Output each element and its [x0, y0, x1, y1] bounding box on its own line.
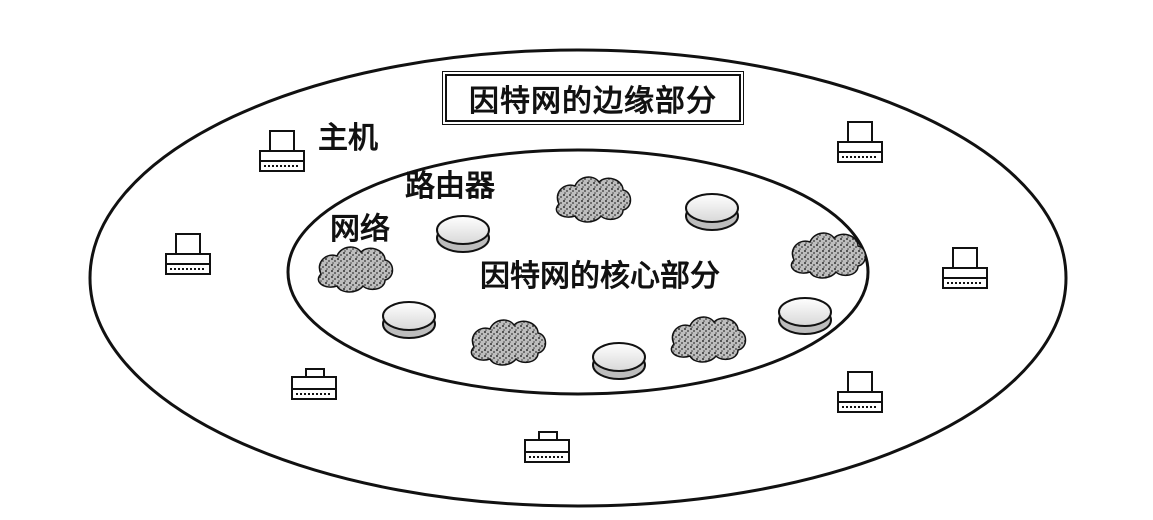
network-label: 网络 — [330, 212, 390, 247]
router-disc-icon — [685, 193, 739, 231]
computer-host-icon — [259, 130, 305, 172]
router-disc-icon — [382, 301, 436, 339]
computer-host-icon — [291, 368, 337, 400]
computer-host-icon — [837, 121, 883, 163]
computer-host-icon — [165, 233, 211, 275]
router-disc-icon — [778, 297, 832, 335]
edge-ellipse — [88, 48, 1068, 508]
core-ellipse — [286, 148, 870, 396]
router-label: 路由器 — [405, 169, 495, 204]
computer-host-icon — [837, 371, 883, 413]
edge-title-box: 因特网的边缘部分 — [442, 71, 744, 125]
network-cloud-icon — [790, 232, 867, 279]
host-label: 主机 — [318, 121, 378, 156]
router-disc-icon — [592, 342, 646, 380]
router-disc-icon — [436, 215, 490, 253]
network-cloud-icon — [317, 246, 394, 293]
network-cloud-icon — [470, 319, 547, 366]
computer-host-icon — [524, 431, 570, 463]
core-part-title: 因特网的核心部分 — [480, 259, 720, 294]
network-cloud-icon — [670, 316, 747, 363]
edge-part-title: 因特网的边缘部分 — [469, 84, 717, 119]
computer-host-icon — [942, 247, 988, 289]
network-cloud-icon — [555, 176, 632, 223]
